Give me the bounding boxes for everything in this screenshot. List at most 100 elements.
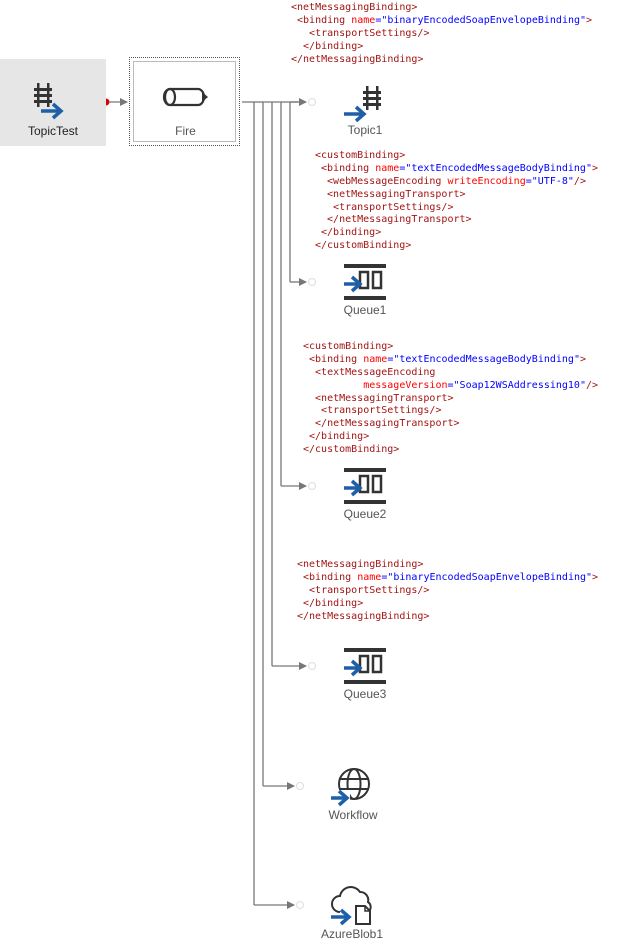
input-port[interactable] [308, 98, 316, 106]
xml-val-token: UTF-8 [537, 175, 568, 187]
xml-val-token: textEncodedMessageBodyBinding [399, 353, 574, 365]
xml-tag-token: </netMessagingBinding> [297, 610, 430, 622]
xml-line: <transportSettings/> [291, 28, 592, 41]
topic-icon [342, 84, 386, 122]
node-queue3[interactable]: Queue3 [332, 646, 398, 702]
xml-tag-token: <transportSettings/> [297, 584, 430, 596]
xml-punct-token: =" [447, 379, 460, 391]
xml-tag-token: </binding> [315, 227, 382, 239]
xml-tag-token: <binding [297, 571, 358, 583]
node-fire[interactable]: Fire [129, 57, 240, 146]
node-label: TopicTest [27, 124, 79, 138]
xml-line: </binding> [303, 431, 598, 444]
node-topictest[interactable]: TopicTest [0, 59, 106, 146]
xml-tag-token: <webMessageEncoding [315, 175, 448, 187]
xml-tag-token: <transportSettings/> [303, 405, 442, 417]
xml-punct-token: =" [525, 175, 538, 187]
xml-line: <textMessageEncoding [303, 367, 598, 380]
binding-config-queue1: <customBinding> <binding name="textEncod… [315, 150, 598, 253]
xml-line: <binding name="binaryEncodedSoapEnvelope… [297, 572, 598, 585]
xml-line: <netMessagingTransport> [303, 393, 598, 406]
xml-line: </binding> [291, 41, 592, 54]
xml-val-token: binaryEncodedSoapEnvelopeBinding [393, 571, 587, 583]
xml-attr-token: name [357, 571, 382, 583]
xml-val-token: textEncodedMessageBodyBinding [411, 162, 586, 174]
xml-attr-token: name [363, 353, 388, 365]
xml-line: </netMessagingBinding> [291, 54, 592, 67]
globe-icon [330, 766, 374, 808]
node-workflow[interactable]: Workflow [318, 766, 388, 824]
xml-line: <webMessageEncoding writeEncoding="UTF-8… [315, 176, 598, 189]
xml-tag-token: <binding [315, 162, 376, 174]
xml-tag-token: <customBinding> [315, 150, 406, 161]
xml-tag-token: </binding> [297, 597, 364, 609]
xml-tag-token: </binding> [303, 431, 370, 443]
xml-punct-token: " [586, 571, 593, 583]
queue-icon [342, 466, 388, 506]
xml-punct-token: " [567, 175, 574, 187]
xml-attr-token: name [375, 162, 400, 174]
xml-attr-token: messageVersion [303, 379, 448, 391]
xml-tag-token: /> [586, 379, 599, 391]
xml-punct-token: =" [375, 14, 388, 26]
xml-tag-token: > [586, 14, 593, 26]
xml-line: <transportSettings/> [297, 585, 598, 598]
xml-tag-token: > [592, 571, 599, 583]
xml-tag-token: <netMessagingBinding> [297, 559, 424, 570]
xml-tag-token: <binding [303, 353, 364, 365]
binding-config-queue2: <customBinding> <binding name="textEncod… [303, 341, 598, 457]
queue-icon [342, 646, 388, 686]
xml-line: </netMessagingTransport> [315, 214, 598, 227]
xml-line: <binding name="textEncodedMessageBodyBin… [315, 163, 598, 176]
queue-icon [342, 262, 388, 302]
xml-attr-token: name [351, 14, 376, 26]
xml-tag-token: <binding [291, 14, 352, 26]
input-port[interactable] [296, 901, 304, 909]
xml-tag-token: </binding> [291, 40, 364, 52]
node-label: Queue3 [343, 687, 387, 701]
input-port[interactable] [308, 482, 316, 490]
node-label: Workflow [328, 808, 378, 822]
node-label: Queue2 [343, 507, 387, 521]
xml-attr-token: writeEncoding [447, 175, 526, 187]
xml-line: </customBinding> [315, 240, 598, 253]
node-topic1[interactable]: Topic1 [330, 84, 400, 140]
cloud-file-icon [330, 884, 376, 926]
node-label: Queue1 [343, 303, 387, 317]
xml-line: <binding name="binaryEncodedSoapEnvelope… [291, 15, 592, 28]
topic-icon [33, 81, 77, 121]
xml-line: <netMessagingBinding> [291, 2, 592, 15]
xml-line: </customBinding> [303, 444, 598, 457]
xml-tag-token: <transportSettings/> [315, 201, 454, 213]
xml-punct-token: " [580, 14, 587, 26]
xml-punct-token: " [579, 379, 586, 391]
xml-tag-token: <transportSettings/> [291, 27, 430, 39]
xml-line: </netMessagingTransport> [303, 418, 598, 431]
xml-punct-token: " [573, 353, 580, 365]
xml-line: <transportSettings/> [315, 202, 598, 215]
pipe-icon [162, 85, 210, 109]
node-queue1[interactable]: Queue1 [332, 262, 398, 318]
node-label: Topic1 [347, 123, 383, 137]
binding-config-topic1: <netMessagingBinding> <binding name="bin… [291, 2, 592, 66]
input-port[interactable] [308, 278, 316, 286]
node-label: AzureBlob1 [320, 927, 384, 941]
xml-line: <binding name="textEncodedMessageBodyBin… [303, 354, 598, 367]
xml-val-token: binaryEncodedSoapEnvelopeBinding [387, 14, 581, 26]
xml-line: <netMessagingTransport> [315, 189, 598, 202]
node-queue2[interactable]: Queue2 [332, 466, 398, 522]
xml-punct-token: " [585, 162, 592, 174]
xml-punct-token: =" [399, 162, 412, 174]
xml-tag-token: </netMessagingTransport> [303, 418, 460, 430]
xml-line: </netMessagingBinding> [297, 611, 598, 624]
xml-line: messageVersion="Soap12WSAddressing10"/> [303, 380, 598, 393]
xml-tag-token: </netMessagingBinding> [291, 53, 424, 65]
node-azureblob1[interactable]: AzureBlob1 [314, 884, 390, 942]
xml-line: <customBinding> [303, 341, 598, 354]
xml-tag-token: <netMessagingTransport> [315, 188, 466, 200]
input-port[interactable] [308, 662, 316, 670]
input-port[interactable] [296, 782, 304, 790]
node-label: Fire [175, 124, 196, 138]
binding-config-queue3: <netMessagingBinding> <binding name="bin… [297, 559, 598, 623]
